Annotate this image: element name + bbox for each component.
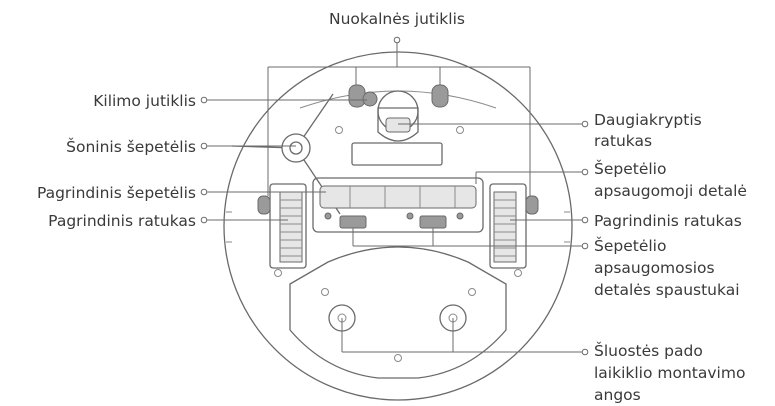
robot-body (223, 51, 573, 401)
mop-plate-part (289, 246, 507, 379)
label-mop-mount-line1: Šluostės pado (594, 341, 703, 360)
label-side-brush: Šoninis šepetėlis (66, 137, 196, 156)
label-brush-guard-line2: apsaugomoji detalė (594, 182, 747, 200)
battery-cover (351, 142, 443, 166)
left-wheel-part (257, 183, 307, 269)
label-brush-guard-clips-line1: Šepetėlio (594, 236, 666, 255)
screws (274, 126, 522, 362)
labels: Nuokalnės jutiklis Kilimo jutiklis Šonin… (37, 10, 747, 404)
side-brush-part (231, 93, 341, 215)
label-mop-mount-line2: laikiklio montavimo (594, 364, 745, 382)
label-main-brush: Pagrindinis šepetėlis (37, 184, 196, 202)
brush-guard-clip-left (339, 215, 367, 229)
carpet-sensor-part (362, 91, 378, 107)
label-main-wheel-left: Pagrindinis ratukas (48, 212, 196, 230)
label-mop-mount-line3: angos (594, 386, 641, 404)
label-brush-guard-clips-line3: detalės spaustukai (594, 281, 740, 299)
omni-wheel-part (377, 90, 419, 142)
leader-dots (200, 36, 589, 356)
leader-lines (206, 40, 583, 353)
label-carpet-sensor: Kilimo jutiklis (93, 92, 196, 110)
cliff-sensor-left (348, 84, 366, 108)
label-cliff-sensor: Nuokalnės jutiklis (329, 10, 465, 28)
label-omni-wheel-line2: ratukas (594, 132, 652, 150)
right-wheel-part (489, 183, 539, 269)
cliff-sensor-right (431, 84, 449, 108)
robot-outer-shell (223, 51, 573, 401)
brush-guard-clip-right (419, 215, 447, 229)
label-omni-wheel-line1: Daugiakryptis (594, 111, 702, 129)
label-brush-guard-clips-line2: apsaugomosios (594, 259, 715, 277)
main-brush-part (312, 177, 484, 233)
cliff-sensor-parts (348, 84, 449, 108)
label-main-wheel-right: Pagrindinis ratukas (594, 212, 742, 230)
label-brush-guard-line1: Šepetėlio (594, 159, 666, 178)
